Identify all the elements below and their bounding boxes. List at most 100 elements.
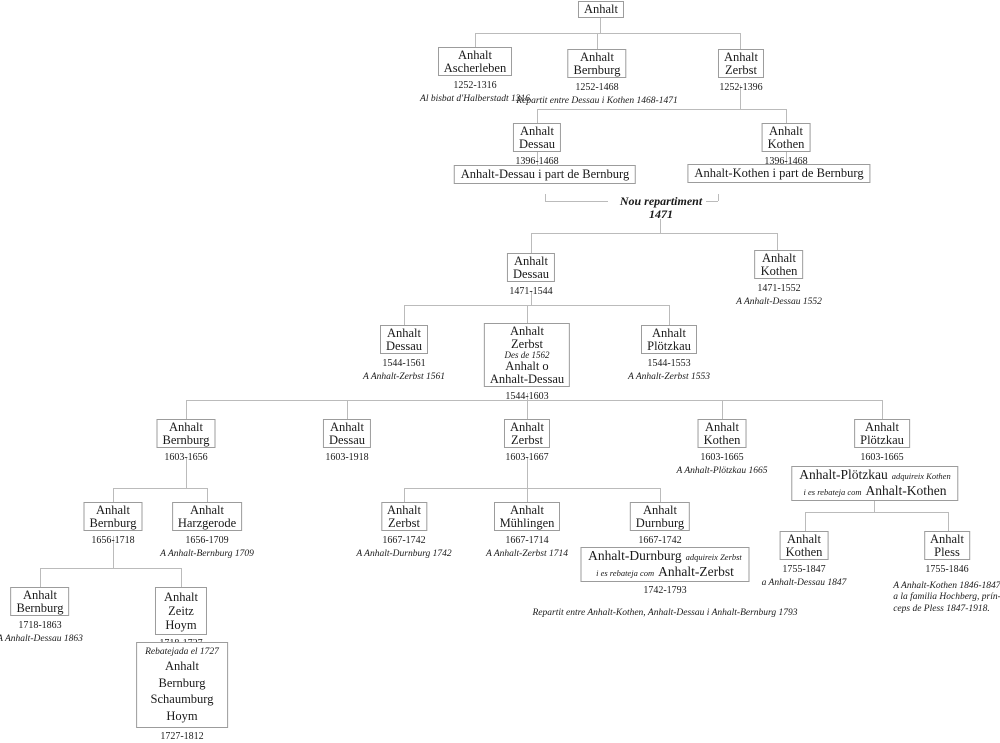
connector-line — [531, 233, 532, 253]
connector-line — [181, 568, 182, 587]
node-note: A Anhalt-Plötzkau 1665 — [676, 465, 768, 476]
node-anhalt-zerbst-1252: Anhalt Zerbst 1252-1396 — [717, 49, 765, 93]
node-dates: 1252-1396 — [719, 81, 763, 93]
node-box: Anhalt Kothen — [697, 419, 747, 448]
node-anhalt-dessau-1396: Anhalt Dessau 1396-1468 — [512, 123, 562, 167]
connector-line — [404, 488, 405, 502]
node-anhalt-zerbst-1667: Anhalt Zerbst 1667-1742 A Anhalt-Durnbur… — [356, 502, 452, 560]
node-anhalt-bernburg-1252: Anhalt Bernburg 1252-1468 Repartit entre… — [516, 49, 678, 107]
node-dates: 1396-1468 — [764, 155, 808, 167]
node-note: A Anhalt-Kothen 1846-1847 a la familia H… — [893, 580, 1000, 614]
connector-line — [882, 400, 883, 419]
node-box: Anhalt Kothen — [779, 531, 829, 560]
node-dates: 1603-1918 — [325, 451, 369, 463]
node-dates: 1656-1718 — [91, 534, 135, 546]
node-dates: 1603-1656 — [164, 451, 208, 463]
node-box: Anhalt Bernburg — [10, 587, 70, 616]
node-anhalt-dessau-1603: Anhalt Dessau 1603-1918 — [322, 419, 372, 463]
connector-line — [475, 33, 741, 34]
node-box: Anhalt-Plötzkau adquireix Kothen i es re… — [791, 466, 959, 501]
connector-line — [113, 536, 114, 568]
connector-line — [347, 400, 348, 419]
node-anhalt-bernburg-1656: Anhalt Bernburg 1656-1718 — [83, 502, 143, 546]
connector-line — [660, 488, 661, 502]
connector-line — [805, 512, 948, 513]
node-box: Anhalt — [577, 1, 625, 18]
connector-line — [531, 233, 777, 234]
node-dates: 1471-1552 — [757, 282, 801, 294]
node-durnburg-renamed-zerbst: Anhalt-Durnburg adquireix Zerbst i es re… — [532, 547, 798, 619]
node-dates: 1667-1742 — [382, 534, 426, 546]
connector-line — [113, 488, 114, 502]
node-anhalt-zerbst-1603: Anhalt Zerbst 1603-1667 — [503, 419, 551, 463]
connector-line — [186, 458, 187, 488]
node-anhalt-durnburg: Anhalt Durnburg 1667-1742 — [629, 502, 691, 546]
connector-line — [527, 400, 528, 419]
node-note: A Anhalt-Zerbst 1714 — [486, 548, 568, 559]
node-anhalt-zeitz-hoym: Anhalt Zeitz Hoym 1718-1727 — [154, 587, 208, 649]
node-anhalt-dessau-1471: Anhalt Dessau 1471-1544 — [506, 253, 556, 297]
node-note: A Anhalt-Dessau 1863 — [0, 633, 83, 644]
connector-line — [948, 512, 949, 531]
node-note: Repartit entre Anhalt-Kothen, Anhalt-Des… — [532, 608, 798, 618]
node-box: Anhalt Zerbst — [503, 419, 551, 448]
connector-line — [537, 109, 786, 110]
node-dates: 1656-1709 — [185, 534, 229, 546]
node-anhalt-plotzkau-1603: Anhalt Plötzkau 1603-1665 — [854, 419, 910, 463]
node-note: A Anhalt-Bernburg 1709 — [160, 548, 254, 559]
connector-line — [740, 85, 741, 109]
node-dates: 1742-1793 — [643, 585, 687, 596]
connector-line — [786, 145, 787, 164]
connector-line — [722, 400, 723, 419]
connector-line — [537, 109, 538, 123]
node-box: Anhalt Dessau — [512, 123, 562, 152]
connector-line — [186, 400, 187, 419]
node-dates: 1544-1561 — [382, 357, 426, 369]
node-dates: 1667-1714 — [505, 534, 549, 546]
node-box: Anhalt Zerbst Des de 1562 Anhalt o Anhal… — [483, 323, 571, 387]
connector-line — [740, 33, 741, 50]
node-anhalt-kothen-part-bernburg: Anhalt-Kothen i part de Bernburg — [687, 164, 871, 183]
node-note: A Anhalt-Zerbst 1561 — [363, 371, 445, 382]
node-dates: 1603-1665 — [860, 451, 904, 463]
node-dates: 1252-1468 — [575, 81, 619, 93]
node-dates: 1252-1316 — [453, 79, 497, 91]
node-anhalt-zerbst-1544: Anhalt Zerbst Des de 1562 Anhalt o Anhal… — [483, 323, 571, 402]
connector-line — [527, 488, 528, 502]
node-note: Repartit entre Dessau i Kothen 1468-1471 — [516, 95, 678, 106]
node-box: Anhalt Ascherleben — [437, 47, 513, 76]
node-box: Anhalt Zeitz Hoym — [154, 587, 208, 635]
node-box: Anhalt Bernburg — [156, 419, 216, 448]
node-anhalt-dessau-part-bernburg: Anhalt-Dessau i part de Bernburg — [453, 165, 637, 184]
node-dates: 1718-1863 — [18, 619, 62, 631]
node-dates: 1396-1468 — [515, 155, 559, 167]
connector-line — [207, 488, 208, 502]
node-note: a Anhalt-Dessau 1847 — [761, 577, 847, 588]
node-box: Anhalt Zerbst — [380, 502, 428, 531]
connector-line — [404, 488, 660, 489]
node-note: A Anhalt-Durnburg 1742 — [356, 548, 452, 559]
node-note: A Anhalt-Dessau 1552 — [736, 296, 822, 307]
node-anhalt-ascherleben: Anhalt Ascherleben 1252-1316 Al bisbat d… — [420, 47, 530, 105]
node-anhalt-kothen-1755: Anhalt Kothen 1755-1847 a Anhalt-Dessau … — [761, 531, 847, 589]
node-anhalt-plotzkau-1544: Anhalt Plötzkau 1544-1553 A Anhalt-Zerbs… — [628, 325, 710, 383]
node-box: Anhalt Dessau — [322, 419, 372, 448]
node-box: Anhalt Kothen — [761, 123, 811, 152]
connector-line — [805, 512, 806, 531]
node-dates: 1544-1553 — [647, 357, 691, 369]
node-box: Anhalt Durnburg — [629, 502, 691, 531]
node-dates: 1603-1665 — [700, 451, 744, 463]
label-nou-repartiment: Nou repartiment 1471 — [619, 194, 703, 221]
node-box: Anhalt-Durnburg adquireix Zerbst i es re… — [580, 547, 750, 582]
node-dates: 1603-1667 — [505, 451, 549, 463]
node-dates: 1727-1812 — [160, 731, 204, 742]
node-note: Al bisbat d'Halberstadt 1316 — [420, 93, 530, 104]
connector-line — [545, 201, 608, 202]
node-box: Anhalt-Kothen i part de Bernburg — [687, 164, 871, 183]
connector-line — [545, 194, 546, 201]
connector-line — [600, 16, 601, 33]
node-box: Anhalt Pless — [923, 531, 971, 560]
node-anhalt-root: Anhalt — [577, 0, 625, 18]
connector-line — [531, 291, 532, 305]
connector-line — [786, 109, 787, 123]
